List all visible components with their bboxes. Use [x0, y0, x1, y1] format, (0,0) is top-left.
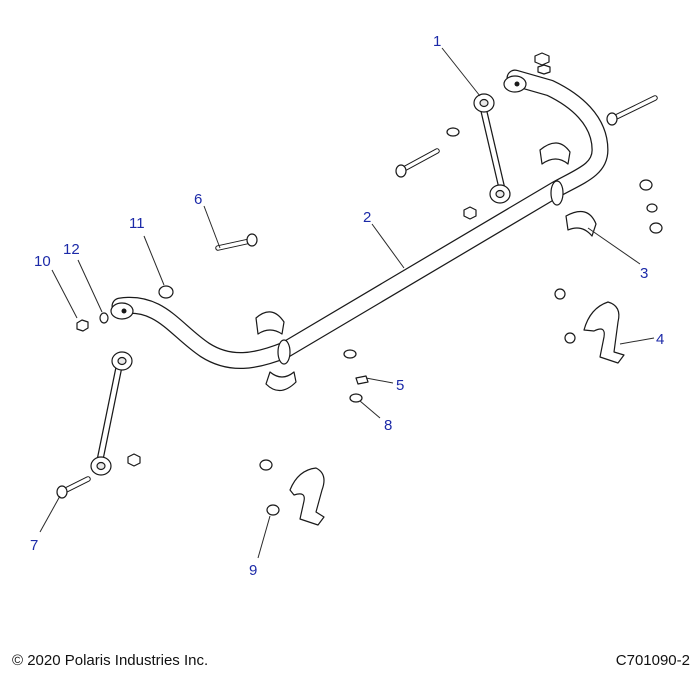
nut-part-10 — [76, 319, 89, 332]
bushing-center-upper — [255, 311, 285, 335]
callout-9: 9 — [249, 562, 257, 579]
small-fasteners-right — [554, 179, 663, 344]
callout-11: 11 — [129, 215, 145, 232]
callout-5: 5 — [396, 377, 404, 394]
link-rod-left — [90, 351, 133, 476]
bushing-part-3 — [565, 210, 597, 237]
nut-lower-a — [259, 459, 273, 471]
callout-10: 10 — [34, 253, 51, 270]
bolt-small-a — [343, 349, 357, 359]
bolt-part-6 — [215, 233, 258, 251]
drawing-number: C701090-2 — [615, 652, 690, 669]
bolt-part-5 — [355, 375, 369, 385]
clamp-lower — [289, 467, 325, 526]
bolt-part-7 — [56, 476, 91, 499]
washer-part-12 — [99, 312, 109, 324]
stabilizer-bar — [110, 69, 609, 369]
callout-7: 7 — [30, 537, 38, 554]
washer-part-11 — [158, 285, 174, 299]
bushing-upper-right — [539, 142, 571, 165]
nut-lower-link — [127, 453, 141, 467]
callout-1: 1 — [433, 33, 441, 50]
copyright-notice: © 2020 Polaris Industries Inc. — [12, 652, 209, 669]
bolt-top-right — [606, 95, 658, 126]
washer-upper — [446, 127, 460, 137]
bolt-part-8 — [349, 393, 363, 403]
link-rod-right — [473, 93, 511, 204]
nut-upper-link — [463, 206, 477, 220]
callout-3: 3 — [640, 265, 648, 282]
callouts: 1 2 3 4 5 6 7 8 9 10 12 11 — [30, 33, 664, 579]
bushing-center-lower — [265, 371, 297, 392]
callout-12: 12 — [63, 241, 80, 258]
leader-lines — [39, 47, 655, 559]
callout-4: 4 — [656, 331, 664, 348]
callout-6: 6 — [194, 191, 202, 208]
callout-2: 2 — [363, 209, 371, 226]
bolt-upper-center — [395, 148, 440, 178]
clamp-part-4 — [583, 301, 625, 364]
callout-8: 8 — [384, 417, 392, 434]
nut-part-9 — [266, 504, 280, 516]
nut-top-right — [534, 52, 551, 75]
